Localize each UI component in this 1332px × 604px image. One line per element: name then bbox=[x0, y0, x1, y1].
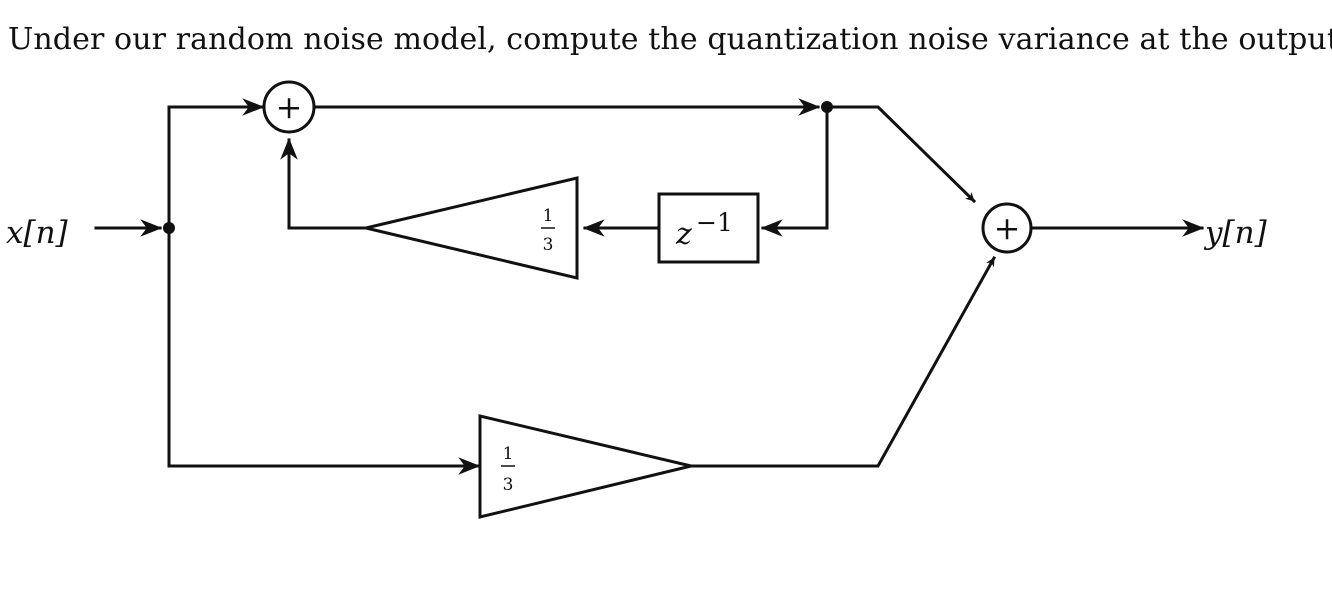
feedback-to-delay-wire bbox=[760, 105, 829, 237]
feedforward-gain-numerator: 1 bbox=[503, 444, 514, 464]
delay-block: z −1 bbox=[657, 192, 760, 264]
top-adder: + bbox=[262, 80, 316, 134]
feedforward-gain-denominator: 3 bbox=[503, 475, 514, 495]
input-label: x[n] bbox=[6, 215, 69, 251]
upper-to-output-adder-wire bbox=[825, 105, 977, 204]
delay-exponent: −1 bbox=[696, 208, 733, 237]
lower-to-output-adder-wire bbox=[689, 255, 997, 468]
feedback-gain-numerator: 1 bbox=[543, 206, 554, 226]
output-adder: + bbox=[981, 202, 1033, 254]
feedback-gain-triangle: 1 3 bbox=[365, 176, 579, 280]
feedback-gain-denominator: 3 bbox=[543, 235, 554, 255]
top-adder-symbol: + bbox=[276, 88, 303, 126]
feedback-gain-shape bbox=[365, 176, 579, 280]
delay-block-box bbox=[657, 192, 760, 264]
question-text: Under our random noise model, compute th… bbox=[8, 22, 1332, 57]
output-adder-symbol: + bbox=[994, 209, 1021, 247]
feedforward-gain-shape bbox=[478, 414, 692, 519]
feedback-to-top-adder-wire bbox=[280, 137, 368, 230]
output-label: y[n] bbox=[1203, 215, 1268, 251]
delay-base: z bbox=[675, 217, 692, 252]
feedforward-gain-triangle: 1 3 bbox=[478, 414, 692, 519]
